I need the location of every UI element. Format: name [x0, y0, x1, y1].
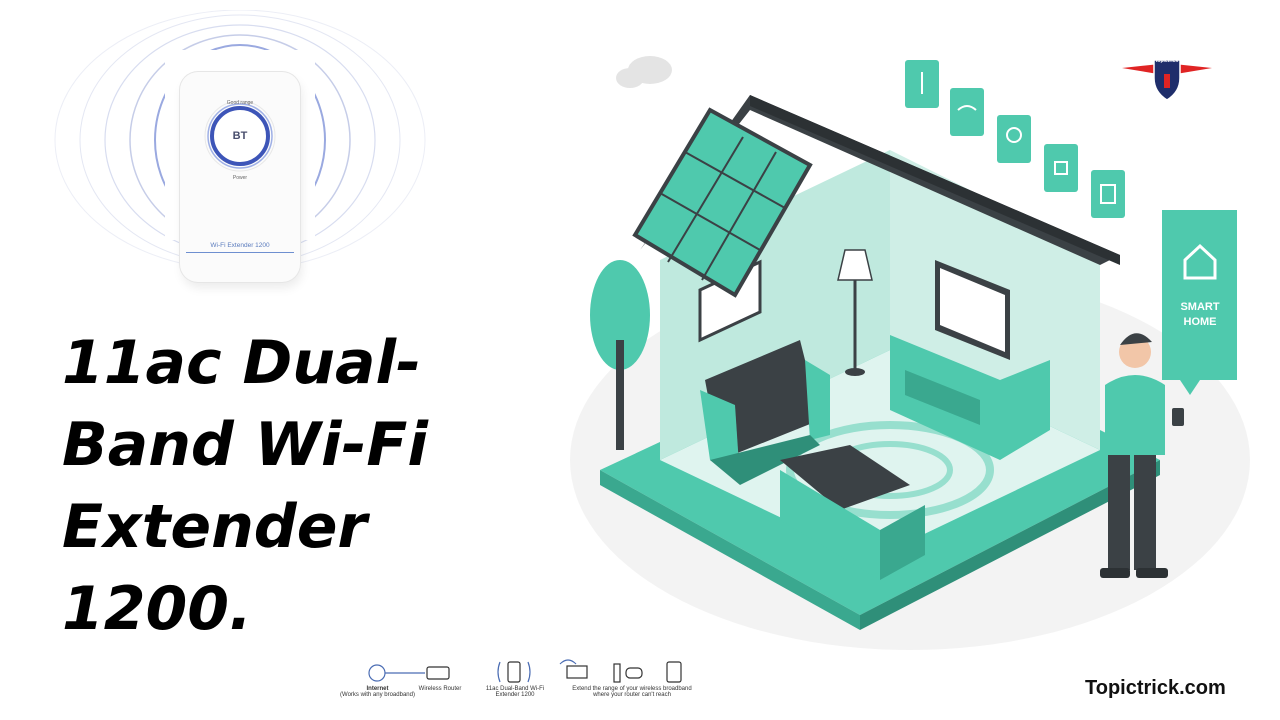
device-strip: [186, 252, 294, 253]
flow-internet-sub: (Works with any broadband): [340, 692, 415, 698]
router-icon: [426, 666, 450, 680]
flow-extender-line1: 11ac Dual-Band Wi-Fi: [485, 686, 545, 692]
sign-text-smart: SMART: [1180, 301, 1219, 313]
headline-line-1: 11ac Dual-: [62, 328, 421, 398]
tablet-icon: [666, 661, 682, 683]
headline-line-4: 1200.: [62, 574, 252, 644]
tree-icon: [590, 260, 650, 450]
laptop-icon: [566, 665, 588, 679]
device-name-label: Wi-Fi Extender 1200: [210, 242, 270, 249]
flow-router-label: Wireless Router: [418, 686, 462, 692]
sofa-icon: [780, 445, 925, 580]
device-good-range-label: Good range: [226, 100, 254, 106]
smart-home-sign: SMART HOME: [1162, 210, 1237, 395]
logo-text: topictrick: [1155, 58, 1179, 64]
device-power-label: Power: [232, 175, 248, 181]
cloud-icon: [616, 56, 672, 88]
gamepad-icon: [625, 667, 643, 679]
site-url: Topictrick.com: [1085, 677, 1226, 699]
headline: 11ac Dual- Band Wi-Fi Extender 1200.: [62, 322, 502, 650]
person-figure: [1100, 333, 1184, 578]
flow-internet-label: Internet: [366, 686, 389, 692]
wifi-extender-device-image: Good range BT Power Wi-Fi Extender 1200: [40, 10, 440, 300]
sign-text-home: HOME: [1184, 316, 1217, 328]
flow-reach-line2: where your router can't reach: [593, 692, 671, 698]
console-icon: [613, 663, 621, 683]
smart-home-illustration: SMART HOME: [560, 40, 1260, 680]
smart-device-icons: [905, 60, 1125, 218]
topictrick-logo: topictrick: [1122, 56, 1212, 104]
flow-extender-line2: Extender 1200: [495, 692, 535, 698]
extender-icon: [507, 661, 521, 683]
headline-line-2: Band Wi-Fi: [62, 410, 428, 480]
flow-reach-line1: Extend the range of your wireless broadb…: [572, 686, 692, 692]
lamp-icon: [837, 249, 873, 376]
device-brand-label: BT: [232, 130, 248, 142]
armchair-icon: [700, 340, 830, 485]
device-body: Good range BT Power Wi-Fi Extender 1200: [180, 72, 300, 282]
extender-flow-diagram: Internet (Works with any broadband) Wire…: [330, 650, 710, 708]
globe-icon: [368, 664, 386, 682]
headline-line-3: Extender: [62, 492, 368, 562]
